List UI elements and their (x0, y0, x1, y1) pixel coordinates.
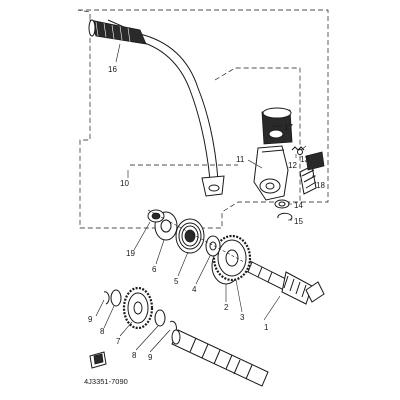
idler-washer-right (154, 309, 166, 327)
callout-15: 15 (294, 217, 303, 226)
washer (274, 199, 290, 209)
callout-13: 13 (300, 155, 309, 164)
callout-16: 16 (108, 65, 117, 74)
kick-lever-grip (88, 19, 147, 45)
callout-3: 3 (240, 313, 245, 322)
assembly-boundary (77, 9, 329, 229)
callout-2: 2 (224, 303, 229, 312)
callout-8a: 8 (100, 327, 105, 336)
callout-6: 6 (152, 265, 157, 274)
leader-lines (95, 43, 316, 353)
callout-8b: 8 (132, 351, 137, 360)
return-spring (175, 218, 205, 254)
idler-clip-left (103, 291, 110, 305)
idler-washer-left (110, 289, 122, 307)
detent-ball (297, 149, 303, 155)
callout-17: 17 (284, 123, 293, 132)
kick-crank-boss (253, 145, 289, 201)
kick-lever-cap (261, 107, 293, 145)
catalog-stamp-icon (89, 351, 107, 369)
callout-10: 10 (120, 179, 129, 188)
kick-gear (212, 234, 252, 282)
callout-9b: 9 (148, 353, 153, 362)
callout-19: 19 (126, 249, 135, 258)
part-code: 4J3351-7090 (84, 377, 128, 386)
pinch-bolt (299, 151, 325, 195)
callout-4: 4 (192, 285, 197, 294)
detent-spring (291, 146, 305, 151)
idler-gear (122, 286, 154, 330)
callout-14: 14 (294, 201, 303, 210)
callout-7: 7 (116, 337, 121, 346)
kick-lever (99, 19, 225, 197)
circlip (277, 212, 293, 221)
callout-5: 5 (174, 277, 179, 286)
callout-1: 1 (264, 323, 269, 332)
spring-cover (147, 209, 165, 223)
callout-18: 18 (316, 181, 325, 190)
callout-12: 12 (288, 161, 297, 170)
thrust-washer (205, 235, 221, 257)
callout-9a: 9 (88, 315, 93, 324)
assembly-boundary-inner (214, 67, 301, 202)
assembly-axis (147, 209, 245, 263)
callout-11: 11 (236, 155, 245, 164)
kick-shaft (235, 256, 325, 305)
main-shaft (171, 329, 269, 387)
